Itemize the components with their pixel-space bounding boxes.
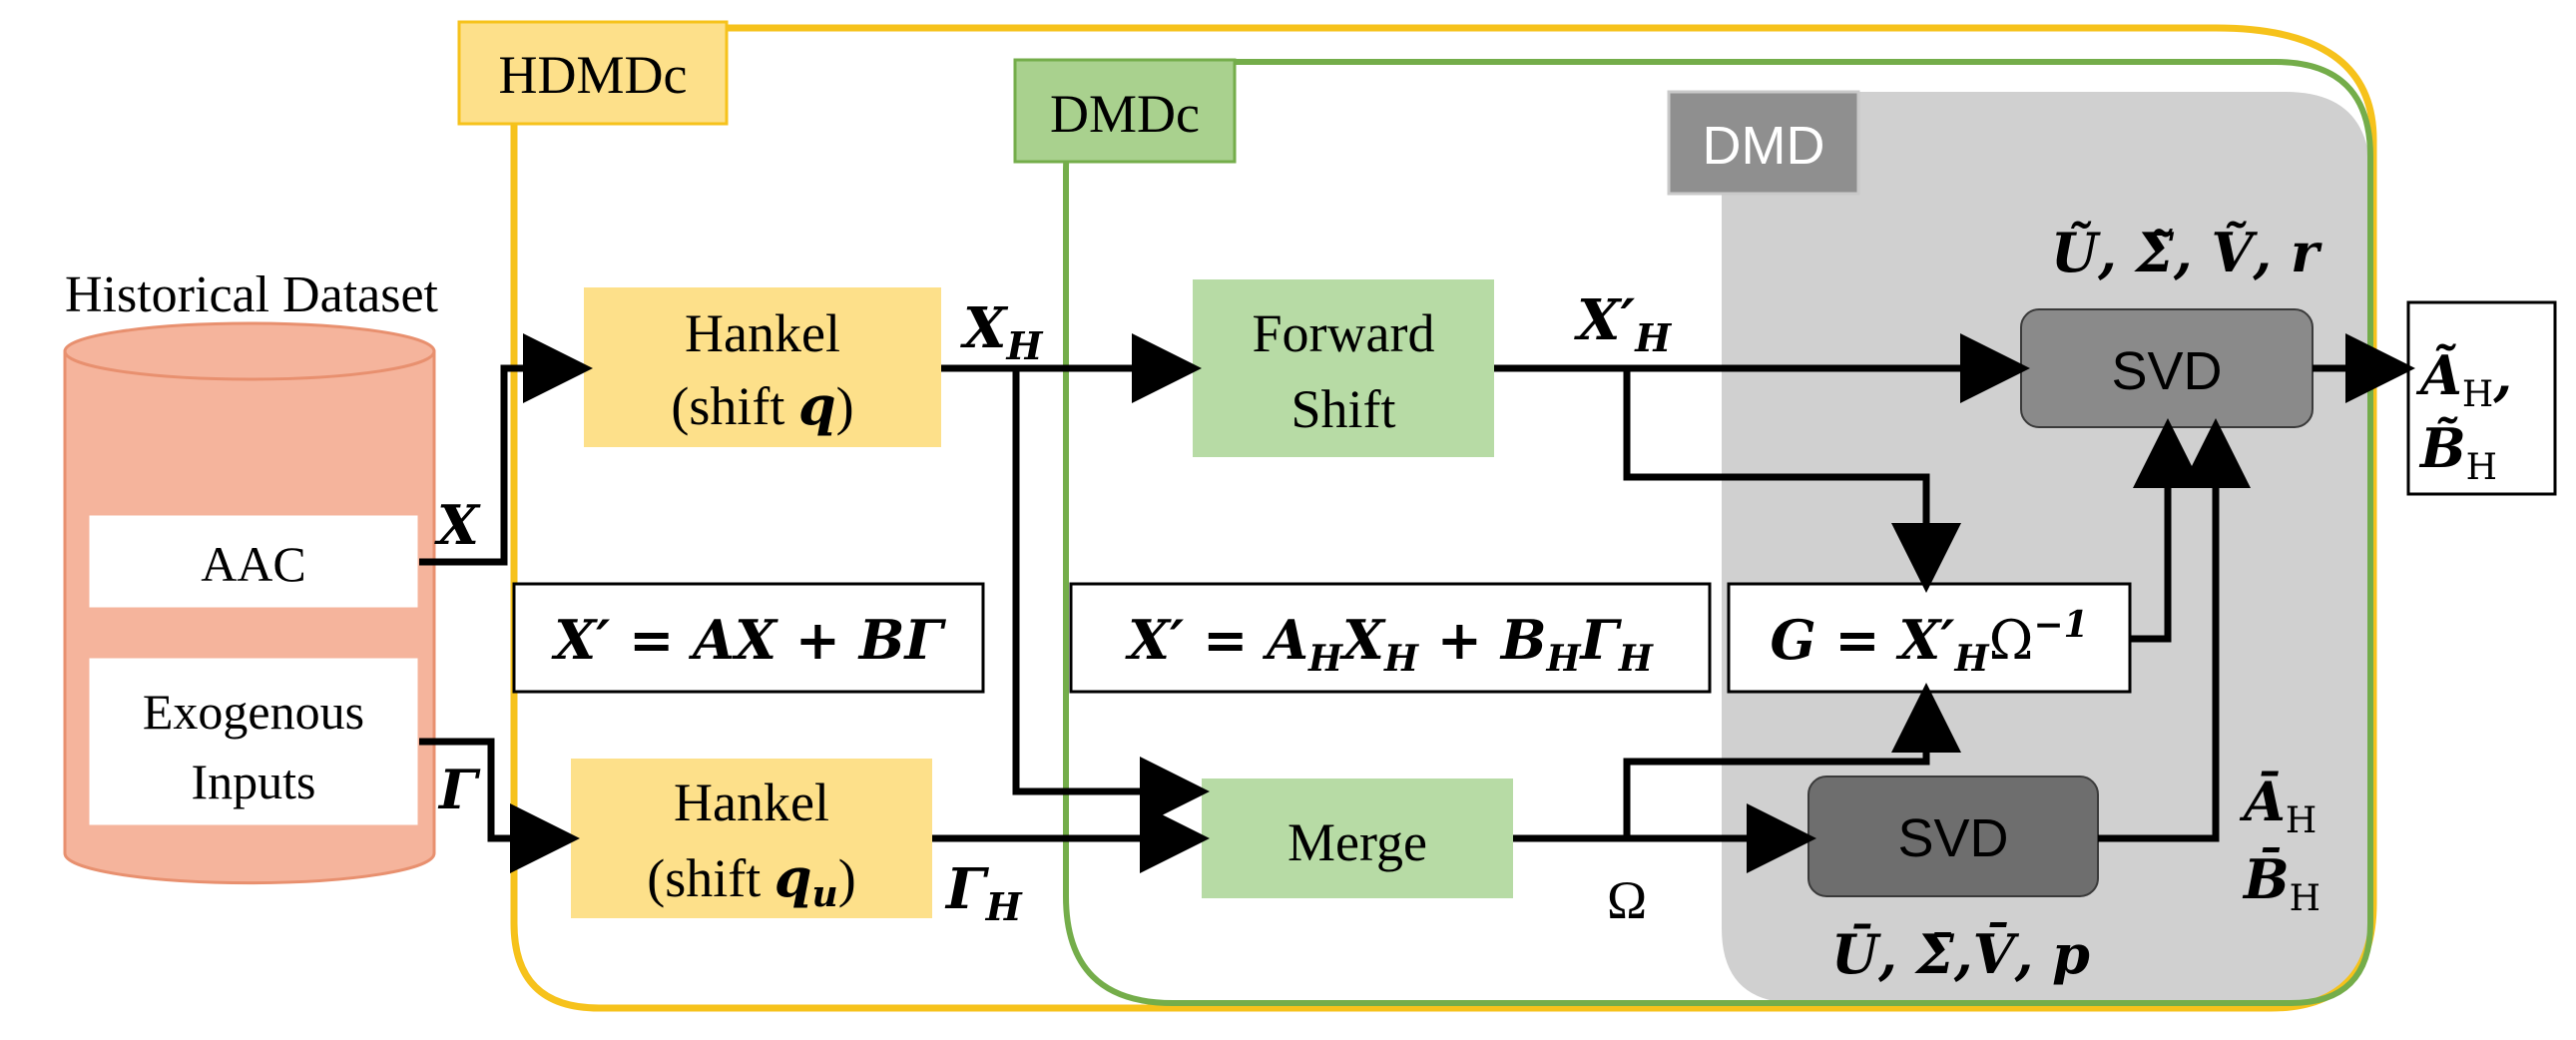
equation-hdmdc-box	[512, 582, 985, 694]
signal-b-bar: B̄H	[2242, 847, 2320, 919]
dmdc-tag: DMDc	[1013, 58, 1237, 164]
equation-g: G = X′HΩ−1	[1727, 582, 2132, 694]
dmd-label: DMD	[1703, 116, 1825, 176]
exogenous-label-line1: Exogenous	[143, 684, 364, 740]
forward-shift-box	[1193, 279, 1494, 457]
hdmdc-tag: HDMDc	[457, 20, 729, 126]
hankel-qu-box	[571, 759, 932, 918]
arrow-exo-to-hankel-qu	[419, 738, 580, 873]
exogenous-box	[86, 655, 421, 828]
dataset-title: Historical Dataset	[65, 266, 439, 323]
dmdc-tag-box	[1013, 58, 1237, 164]
forward-shift-line1: Forward	[1253, 303, 1435, 363]
arrow-aac-to-hankel-q	[419, 333, 593, 566]
equation-dmdc-box	[1069, 582, 1712, 694]
signal-x: X	[434, 493, 481, 557]
svd-bottom-block: SVD	[1807, 776, 2099, 897]
hdmdc-tag-box	[457, 20, 729, 126]
dmd-tag: DMD	[1667, 90, 1860, 196]
hankel-q-line2: (shift q)	[671, 373, 853, 437]
output-block: ÃH, B̃H	[2406, 300, 2557, 496]
signal-a-bar: ĀH	[2239, 770, 2317, 841]
signal-omega: Ω	[1607, 870, 1647, 930]
exogenous-label-line2: Inputs	[192, 754, 316, 809]
equation-hdmdc-text: X′ = AX + BΓ	[551, 608, 946, 672]
merge-label: Merge	[1288, 812, 1427, 872]
signal-gamma: Γ	[437, 758, 481, 821]
equation-hdmdc: X′ = AX + BΓ	[512, 582, 985, 694]
hankel-q-box	[584, 287, 941, 447]
hdmdc-label: HDMDc	[499, 45, 688, 105]
signal-gammah: ΓH	[944, 856, 1023, 929]
dmd-tag-box	[1667, 90, 1860, 196]
merge-box	[1202, 779, 1513, 898]
hankel-qu-line2: (shift qu)	[647, 845, 855, 915]
svd-bottom-label: SVD	[1897, 808, 2008, 868]
arrow-svd-bottom-to-svd-top	[2098, 418, 2251, 842]
forward-shift-block: Forward Shift	[1193, 279, 1494, 457]
hankel-q-block: Hankel (shift q)	[584, 287, 941, 447]
forward-shift-line2: Shift	[1290, 379, 1395, 439]
equation-dmdc: X′ = AHXH + BHΓH	[1069, 582, 1712, 694]
hankel-qu-line1: Hankel	[674, 773, 829, 832]
output-box	[2406, 300, 2557, 496]
hankel-q-line1: Hankel	[685, 303, 840, 363]
signal-xprime-h: X′H	[1574, 287, 1672, 360]
arrow-xh-to-merge	[1012, 368, 1210, 826]
svd-top-params: Ũ, Σ̃, Ṽ, r	[2051, 221, 2322, 284]
dmdc-label: DMDc	[1050, 84, 1200, 144]
merge-block: Merge	[1202, 779, 1513, 898]
svd-top-label: SVD	[2111, 341, 2222, 401]
connectors	[419, 333, 2415, 873]
historical-dataset: Historical Dataset AAC Exogenous Inputs	[63, 266, 439, 885]
equation-g-text: G = X′HΩ−1	[1770, 604, 2088, 680]
aac-label: AAC	[201, 536, 306, 592]
cylinder-top	[63, 321, 436, 381]
arrow-omega-to-g	[1623, 683, 1961, 838]
hankel-qu-block: Hankel (shift qu)	[571, 759, 932, 918]
signal-xh: XH	[960, 295, 1043, 368]
output-b: B̃H	[2418, 416, 2497, 488]
output-a: ÃH,	[2415, 343, 2512, 415]
svd-top-block: SVD	[2020, 308, 2314, 428]
equation-dmdc-text: X′ = AHXH + BHΓH	[1125, 608, 1654, 680]
arrow-xph-to-g	[1623, 368, 1961, 593]
arrow-g-to-svd-top	[2130, 418, 2203, 643]
svd-bottom-params: Ū, Σ̄,V̄, p	[1831, 922, 2090, 986]
